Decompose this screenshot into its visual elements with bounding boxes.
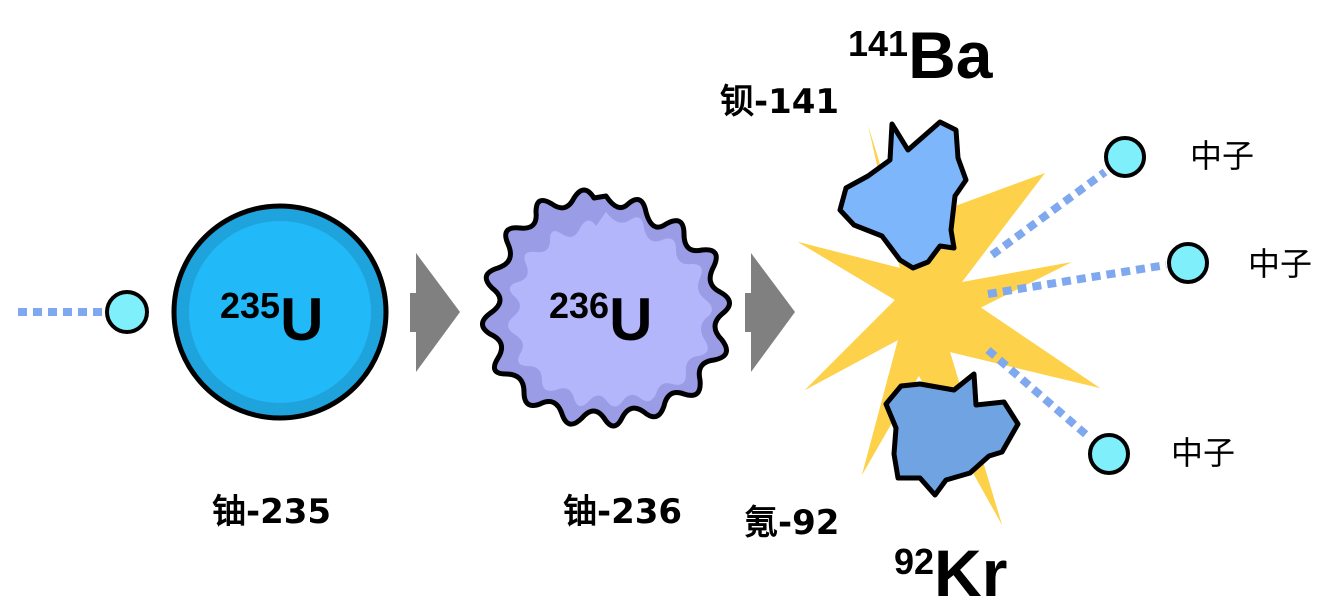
barium-fragment	[837, 119, 969, 271]
u236-element: U	[609, 286, 653, 353]
neutron-trail	[987, 261, 1167, 298]
u236-nucleus	[480, 187, 732, 429]
neutron-trail	[989, 168, 1108, 259]
u235-nucleus	[171, 203, 389, 421]
arrow-icon	[410, 253, 460, 372]
u236-caption: 铀-236	[563, 492, 683, 532]
neutron-label: 中子	[1248, 245, 1313, 283]
u235-symbol: 235U	[220, 288, 323, 350]
u235-mass: 235	[220, 285, 281, 326]
arrow-icon	[745, 253, 795, 372]
u235-element: U	[280, 286, 324, 353]
emitted-neutron	[1167, 242, 1209, 284]
u236-mass: 236	[549, 285, 610, 326]
barium-caption: 钡-141	[720, 82, 840, 122]
incoming-neutron	[105, 290, 149, 334]
barium-mass: 141	[848, 23, 909, 64]
krypton-element: Kr	[934, 536, 1008, 610]
u235-caption: 铀-235	[212, 492, 332, 532]
krypton-symbol: 92Kr	[894, 540, 1007, 606]
krypton-fragment	[883, 371, 1021, 498]
neutron-label: 中子	[1171, 434, 1236, 472]
fission-diagram	[18, 119, 1209, 525]
neutron-trail	[985, 346, 1093, 442]
krypton-mass: 92	[894, 541, 935, 582]
emitted-neutron	[1088, 433, 1130, 475]
neutron-label: 中子	[1190, 137, 1255, 175]
barium-symbol: 141Ba	[848, 22, 992, 88]
barium-element: Ba	[908, 18, 993, 92]
u236-symbol: 236U	[549, 288, 652, 350]
krypton-caption: 氪-92	[744, 503, 840, 543]
emitted-neutron	[1104, 136, 1146, 178]
